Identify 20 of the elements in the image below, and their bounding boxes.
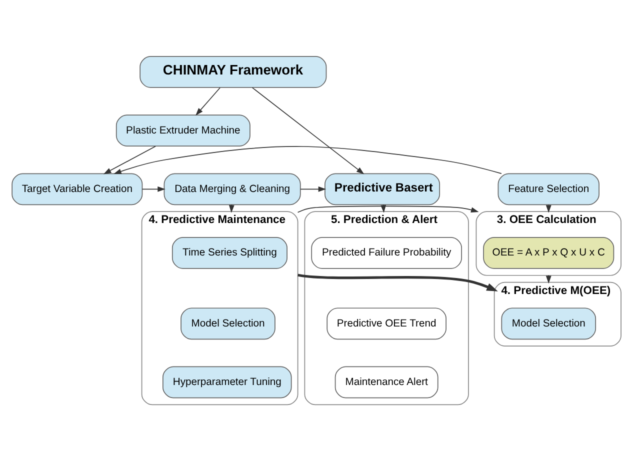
arrow: [297, 205, 479, 212]
node-box: Hyperparameter Tuning: [162, 366, 292, 398]
arrow: [300, 186, 326, 192]
node-box: OEE = A x P x Q x U x C: [483, 236, 614, 268]
arrow: [114, 146, 502, 174]
node-box: Model Selection: [180, 307, 276, 340]
arrow: [142, 186, 166, 192]
node-box: Time Series Splitting: [172, 236, 288, 268]
node-box: Predictive OEE Trend: [326, 307, 446, 340]
node-box: Predicted Failure Probability: [311, 236, 462, 268]
node-box: Target Variable Creation: [12, 172, 143, 205]
arrow: [196, 86, 220, 116]
arrow: [546, 204, 552, 212]
node-box: CHINMAY Framework: [140, 56, 327, 88]
node-box: Maintenance Alert: [334, 366, 438, 398]
arrow: [103, 145, 156, 174]
node-box: Plastic Extruder Machine: [116, 114, 250, 146]
arrow: [252, 86, 364, 174]
arrow: [298, 273, 498, 291]
node-box: Model Selection: [501, 307, 596, 340]
